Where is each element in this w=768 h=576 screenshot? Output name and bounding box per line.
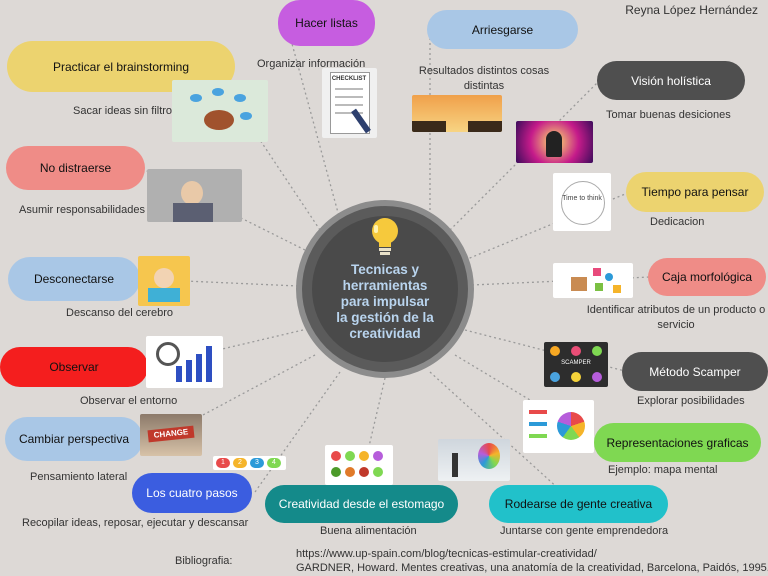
node-no-distraerse-label: No distraerse	[39, 161, 112, 175]
note-gente-creativa: Juntarse con gente emprendedora	[500, 525, 669, 537]
node-cambiar-perspectiva-label: Cambiar perspectiva	[18, 432, 130, 446]
node-brainstorming-label: Practicar el brainstorming	[52, 59, 190, 74]
note-tiempo-pensar: Dedicacion	[650, 216, 705, 228]
note-vision-holistica: Tomar buenas desiciones	[606, 109, 731, 121]
note-cuatro-pasos: Recopilar ideas, reposar, ejecutar y des…	[22, 517, 249, 529]
lightbulb-icon	[372, 218, 398, 255]
vegetables-image	[325, 445, 393, 485]
checklist-image-title: CHECKLIST	[331, 76, 367, 82]
node-vision-holistica[interactable]: Visión holística	[597, 61, 745, 100]
node-tiempo-pensar-label: Tiempo para pensar	[641, 185, 749, 199]
node-gente-creativa[interactable]: Rodearse de gente creativa	[489, 485, 668, 523]
step-4: 4	[267, 458, 281, 468]
node-representaciones-graficas[interactable]: Representaciones graficas	[594, 423, 761, 462]
creative-people-image	[438, 439, 510, 481]
step-1: 1	[216, 458, 230, 468]
node-cuatro-pasos[interactable]: Los cuatro pasos	[132, 473, 252, 513]
four-steps-image: 1 2 3 4	[213, 456, 286, 470]
node-desconectarse[interactable]: Desconectarse	[8, 257, 140, 301]
node-estomago[interactable]: Creatividad desde el estomago	[265, 485, 458, 523]
note-brainstorming: Sacar ideas sin filtros	[73, 105, 178, 117]
node-hacer-listas[interactable]: Hacer listas	[278, 0, 375, 46]
node-observar[interactable]: Observar	[0, 347, 148, 387]
note-representaciones-graficas: Ejemplo: mapa mental	[608, 464, 718, 476]
note-estomago: Buena alimentación	[320, 525, 417, 537]
node-no-distraerse[interactable]: No distraerse	[6, 146, 145, 190]
note-cambiar-perspectiva: Pensamiento lateral	[30, 471, 128, 483]
node-observar-label: Observar	[49, 360, 99, 374]
node-estomago-label: Creatividad desde el estomago	[278, 497, 445, 511]
scamper-image-text: SCAMPER	[561, 360, 591, 366]
node-caja-morfologica[interactable]: Caja morfológica	[648, 258, 766, 296]
node-tiempo-pensar[interactable]: Tiempo para pensar	[626, 172, 764, 212]
morph-box-image	[553, 263, 633, 298]
change-image: CHANGE	[140, 414, 202, 456]
meditation-image	[516, 121, 593, 163]
note-metodo-scamper: Explorar posibilidades	[637, 395, 745, 407]
step-3: 3	[250, 458, 264, 468]
note-caja-morfologica: Identificar atributos de un producto o s…	[586, 304, 766, 331]
node-gente-creativa-label: Rodearse de gente creativa	[504, 497, 653, 511]
jump-image	[412, 95, 502, 132]
disconnect-image	[138, 256, 190, 306]
node-arriesgarse[interactable]: Arriesgarse	[427, 10, 578, 49]
node-metodo-scamper[interactable]: Método Scamper	[622, 352, 768, 391]
observe-image	[146, 336, 223, 388]
change-image-text: CHANGE	[147, 425, 195, 443]
mind-map-image	[523, 400, 594, 453]
checklist-image: CHECKLIST	[322, 68, 377, 138]
node-cuatro-pasos-label: Los cuatro pasos	[146, 486, 238, 500]
scamper-image: SCAMPER	[544, 342, 608, 387]
note-hacer-listas: Organizar información	[257, 58, 366, 70]
note-desconectarse: Descanso del cerebro	[66, 307, 174, 319]
node-caja-morfologica-label: Caja morfológica	[661, 270, 753, 284]
note-no-distraerse: Asumir responsabilidades	[19, 204, 145, 216]
step-2: 2	[233, 458, 247, 468]
node-hacer-listas-label: Hacer listas	[295, 16, 358, 30]
bibliography-label: Bibliografia:	[175, 555, 233, 567]
time-to-think-text: Time to think	[562, 195, 602, 202]
woman-thinking-image	[147, 169, 242, 222]
note-arriesgarse: Resultados distintos cosas distintas	[418, 65, 550, 92]
node-arriesgarse-label: Arriesgarse	[471, 22, 534, 37]
bibliography-entry-2: GARDNER, Howard. Mentes creativas, una a…	[296, 562, 768, 574]
node-representaciones-graficas-label: Representaciones graficas	[606, 435, 749, 450]
brainstorming-image	[172, 80, 268, 142]
time-to-think-image: Time to think	[553, 173, 611, 231]
note-observar: Observar el entorno	[80, 395, 178, 407]
node-cambiar-perspectiva[interactable]: Cambiar perspectiva	[5, 417, 143, 461]
bibliography-entry-1: https://www.up-spain.com/blog/tecnicas-e…	[296, 548, 597, 560]
link-gente-creativa	[429, 371, 561, 491]
node-vision-holistica-label: Visión holística	[631, 73, 711, 88]
node-metodo-scamper-label: Método Scamper	[649, 364, 741, 379]
author-name: Reyna López Hernández	[625, 3, 758, 17]
central-topic-title: Tecnicas y herramientas para impulsar la…	[336, 262, 434, 341]
node-desconectarse-label: Desconectarse	[33, 272, 115, 286]
